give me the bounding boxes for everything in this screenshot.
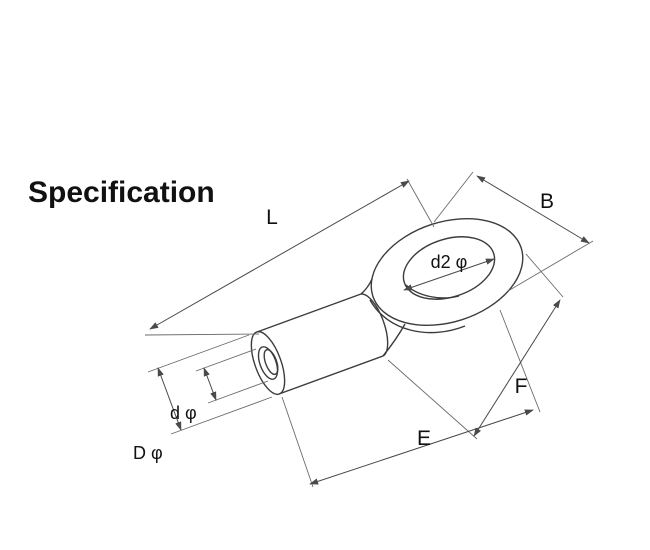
dimension-labels: L B d2 φ F E d φ D φ (133, 190, 554, 463)
terminal-part (250, 217, 524, 396)
label-ring-hole-diameter: d2 φ (431, 252, 468, 272)
body-dimension-line (309, 409, 534, 485)
extension-lines (144, 171, 594, 488)
width-dimension-line (476, 175, 590, 244)
barrel-diameter-extension-line-top (147, 334, 250, 373)
label-wire-hole-diameter: d φ (170, 403, 197, 423)
length-extension-line-right (406, 178, 435, 228)
barrel-diameter-extension-line-bottom (170, 396, 273, 435)
label-ring-width: B (540, 190, 554, 213)
wire-hole-extension-line-bottom (207, 380, 269, 404)
flange-extension-line-bottom (387, 359, 478, 440)
body-extension-line-left (281, 396, 314, 488)
label-flange-length: F (515, 375, 528, 398)
width-extension-line-left (433, 171, 474, 223)
ring-hole-dimension-line (403, 258, 495, 291)
barrel-crimp-edge (360, 293, 389, 357)
neck-top-edge (360, 278, 373, 295)
width-extension-line-right (507, 240, 594, 292)
wire-hole-dimension-line (203, 367, 217, 401)
ring-thickness-edge (369, 299, 466, 334)
dimension-lines (149, 175, 590, 485)
label-barrel-outer-diameter: D φ (133, 443, 163, 463)
barrel-wire-hole-depth-edge (263, 348, 279, 376)
length-dimension-line (149, 180, 410, 330)
barrel-bottom-edge (278, 355, 384, 395)
barrel-diameter-dimension-line (157, 367, 182, 431)
label-body-length: E (417, 427, 431, 450)
label-overall-length: L (266, 206, 278, 229)
barrel-end-face-edge (250, 330, 286, 396)
length-extension-line-left (144, 333, 260, 336)
flange-extension-line-top (525, 253, 564, 298)
barrel-top-edge (256, 293, 362, 333)
wire-hole-extension-line-top (195, 348, 257, 372)
